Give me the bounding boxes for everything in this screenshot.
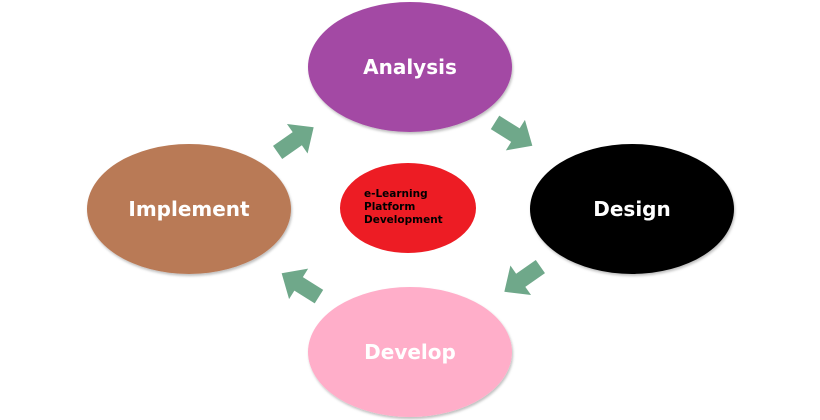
stage-analysis: Analysis xyxy=(308,2,512,132)
flow-arrows xyxy=(273,115,545,304)
center-hub-line-2: Platform xyxy=(364,201,415,213)
stage-analysis-label: Analysis xyxy=(363,55,457,79)
center-hub-line-3: Development xyxy=(364,214,443,226)
arrow-develop-to-implement-icon xyxy=(281,268,324,304)
stage-develop-circle xyxy=(308,287,512,417)
center-hub-line-1: e-Learning xyxy=(364,188,428,200)
stage-design-circle xyxy=(530,144,734,274)
stage-develop-label: Develop xyxy=(364,340,456,364)
stage-design-label: Design xyxy=(593,197,670,221)
stage-implement-label: Implement xyxy=(128,197,250,221)
stage-implement-circle xyxy=(87,144,291,274)
arrow-analysis-to-design-icon xyxy=(490,115,533,151)
stage-develop: Develop xyxy=(308,287,512,417)
center-hub-circle xyxy=(340,163,476,253)
arrow-design-to-develop-icon xyxy=(504,259,545,296)
stage-design: Design xyxy=(530,144,734,274)
stage-implement: Implement xyxy=(87,144,291,274)
center-hub: e-Learning Platform Development xyxy=(340,163,476,253)
stage-analysis-circle xyxy=(308,2,512,132)
arrow-implement-to-analysis-icon xyxy=(273,123,314,160)
